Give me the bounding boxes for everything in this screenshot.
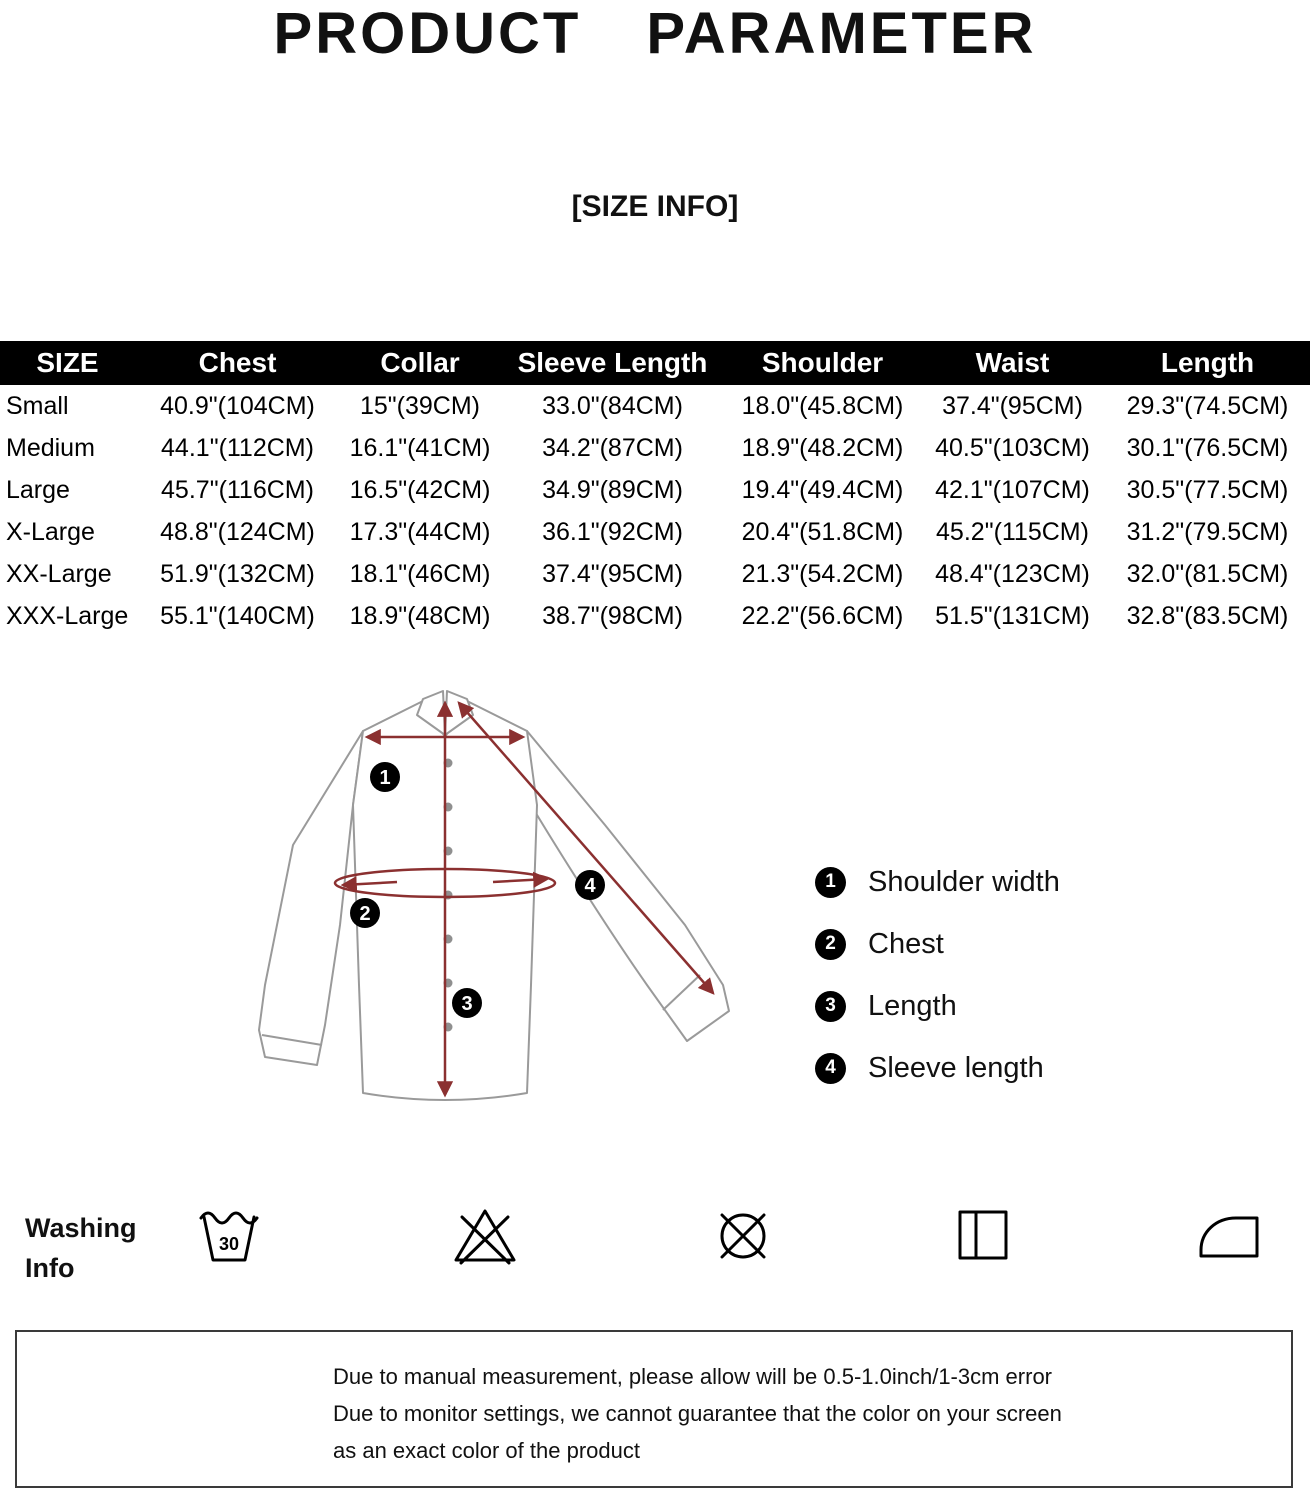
size-cell: Medium [6, 433, 95, 462]
length-cell: 31.2"(79.5CM) [1126, 517, 1289, 546]
collar-cell: 16.5"(42CM) [349, 475, 491, 504]
length-cell: 32.8"(83.5CM) [1126, 601, 1289, 630]
table-row-xxlarge: XX-Large 51.9"(132CM) 18.1"(46CM) 37.4"(… [0, 553, 1310, 595]
size-table: SIZE Chest Collar Sleeve Length Shoulder… [0, 341, 1310, 637]
legend-label: Sleeve length [868, 1051, 1044, 1084]
legend-item-sleeve: 4 Sleeve length [815, 1051, 1060, 1085]
col-header-collar: Collar [340, 341, 500, 385]
iron-icon [1196, 1204, 1262, 1266]
svg-text:4: 4 [584, 875, 596, 897]
col-header-chest: Chest [135, 341, 340, 385]
legend-item-shoulder: 1 Shoulder width [815, 865, 1060, 899]
chest-cell: 55.1"(140CM) [160, 601, 315, 630]
marker-4-badge: 4 [575, 870, 605, 900]
chest-arrow-left [340, 876, 398, 893]
shirt-measurement-diagram: 1 2 3 4 [258, 690, 730, 1101]
legend-label: Length [868, 989, 957, 1022]
collar-cell: 18.1"(46CM) [349, 559, 491, 588]
disclaimer-line1: Due to manual measurement, please allow … [333, 1364, 1053, 1389]
table-row-large: Large 45.7"(116CM) 16.5"(42CM) 34.9"(89C… [0, 469, 1310, 511]
svg-text:1: 1 [379, 767, 390, 789]
chest-cell: 40.9"(104CM) [160, 391, 315, 420]
sleeve-length-arrow [457, 701, 715, 995]
sleeve-cell: 38.7"(98CM) [542, 601, 683, 630]
chest-cell: 51.9"(132CM) [160, 559, 315, 588]
legend-badge-3: 3 [815, 990, 846, 1022]
right-sleeve [526, 730, 730, 1042]
legend-label: Chest [868, 927, 944, 960]
disclaimer-box: Due to manual measurement, please allow … [15, 1330, 1293, 1488]
legend-badge-2: 2 [815, 928, 846, 960]
marker-3-badge: 3 [452, 988, 482, 1018]
legend-label: Shoulder width [868, 865, 1060, 898]
drip-dry-icon [950, 1204, 1016, 1266]
svg-text:3: 3 [461, 993, 472, 1015]
chest-cell: 48.8"(124CM) [160, 517, 315, 546]
size-cell: XXX-Large [6, 601, 129, 630]
collar-cell: 17.3"(44CM) [349, 517, 491, 546]
legend-item-chest: 2 Chest [815, 927, 1060, 961]
disclaimer-line2: Due to monitor settings, we cannot guara… [333, 1401, 1062, 1426]
svg-text:2: 2 [359, 903, 370, 925]
col-header-length: Length [1105, 341, 1310, 385]
page-title: PRODUCT PARAMETER [273, 1, 1037, 66]
svg-text:30: 30 [219, 1234, 239, 1254]
disclaimer-line3: as an exact color of the product [333, 1438, 640, 1463]
table-row-small: Small 40.9"(104CM) 15"(39CM) 33.0"(84CM)… [0, 385, 1310, 427]
shoulder-cell: 18.9"(48.2CM) [741, 433, 904, 462]
col-header-sleeve: Sleeve Length [500, 341, 725, 385]
sleeve-cell: 34.9"(89CM) [542, 475, 683, 504]
col-header-shoulder: Shoulder [725, 341, 920, 385]
left-sleeve [258, 730, 364, 1066]
size-cell: X-Large [6, 517, 95, 546]
table-row-xxxlarge: XXX-Large 55.1"(140CM) 18.9"(48CM) 38.7"… [0, 595, 1310, 637]
waist-cell: 45.2"(115CM) [936, 517, 1089, 546]
table-row-xlarge: X-Large 48.8"(124CM) 17.3"(44CM) 36.1"(9… [0, 511, 1310, 553]
do-not-bleach-icon [452, 1204, 518, 1266]
waist-cell: 48.4"(123CM) [935, 559, 1090, 588]
marker-2-badge: 2 [350, 898, 380, 928]
sleeve-cell: 36.1"(92CM) [542, 517, 683, 546]
length-cell: 32.0"(81.5CM) [1126, 559, 1289, 588]
collar-cell: 16.1"(41CM) [349, 433, 491, 462]
washing-label-line1: Washing [25, 1213, 137, 1243]
shoulder-cell: 21.3"(54.2CM) [741, 559, 904, 588]
collar-cell: 15"(39CM) [359, 391, 481, 420]
waist-cell: 37.4"(95CM) [942, 391, 1083, 420]
measurement-legend: 1 Shoulder width 2 Chest 3 Length 4 Slee… [815, 865, 1060, 1113]
legend-item-length: 3 Length [815, 989, 1060, 1023]
machine-wash-30-icon: 30 [196, 1204, 262, 1266]
collar-cell: 18.9"(48CM) [349, 601, 491, 630]
size-cell: Small [6, 391, 69, 420]
length-cell: 30.1"(76.5CM) [1126, 433, 1289, 462]
legend-badge-1: 1 [815, 866, 846, 898]
length-cell: 30.5"(77.5CM) [1126, 475, 1289, 504]
shoulder-cell: 22.2"(56.6CM) [741, 601, 904, 630]
length-cell: 29.3"(74.5CM) [1126, 391, 1289, 420]
do-not-dry-clean-icon [710, 1204, 776, 1266]
size-cell: XX-Large [6, 559, 112, 588]
sleeve-cell: 34.2"(87CM) [542, 433, 683, 462]
waist-cell: 51.5"(131CM) [935, 601, 1090, 630]
left-cuff-line [261, 1034, 323, 1046]
sleeve-cell: 37.4"(95CM) [542, 559, 683, 588]
marker-1-badge: 1 [370, 762, 400, 792]
shoulder-cell: 18.0"(45.8CM) [741, 391, 904, 420]
size-info-heading: [SIZE INFO] [571, 190, 739, 223]
col-header-size: SIZE [0, 341, 135, 385]
waist-cell: 42.1"(107CM) [935, 475, 1090, 504]
col-header-waist: Waist [920, 341, 1105, 385]
size-table-header-row: SIZE Chest Collar Sleeve Length Shoulder… [0, 341, 1310, 385]
shoulder-cell: 19.4"(49.4CM) [741, 475, 904, 504]
table-row-medium: Medium 44.1"(112CM) 16.1"(41CM) 34.2"(87… [0, 427, 1310, 469]
size-cell: Large [6, 475, 70, 504]
legend-badge-4: 4 [815, 1052, 846, 1084]
shoulder-cell: 20.4"(51.8CM) [741, 517, 904, 546]
chest-cell: 45.7"(116CM) [161, 475, 314, 504]
washing-label-line2: Info [25, 1253, 75, 1283]
waist-cell: 40.5"(103CM) [935, 433, 1090, 462]
chest-cell: 44.1"(112CM) [161, 433, 314, 462]
washing-info-label: Washing Info [25, 1208, 137, 1288]
sleeve-cell: 33.0"(84CM) [542, 391, 683, 420]
